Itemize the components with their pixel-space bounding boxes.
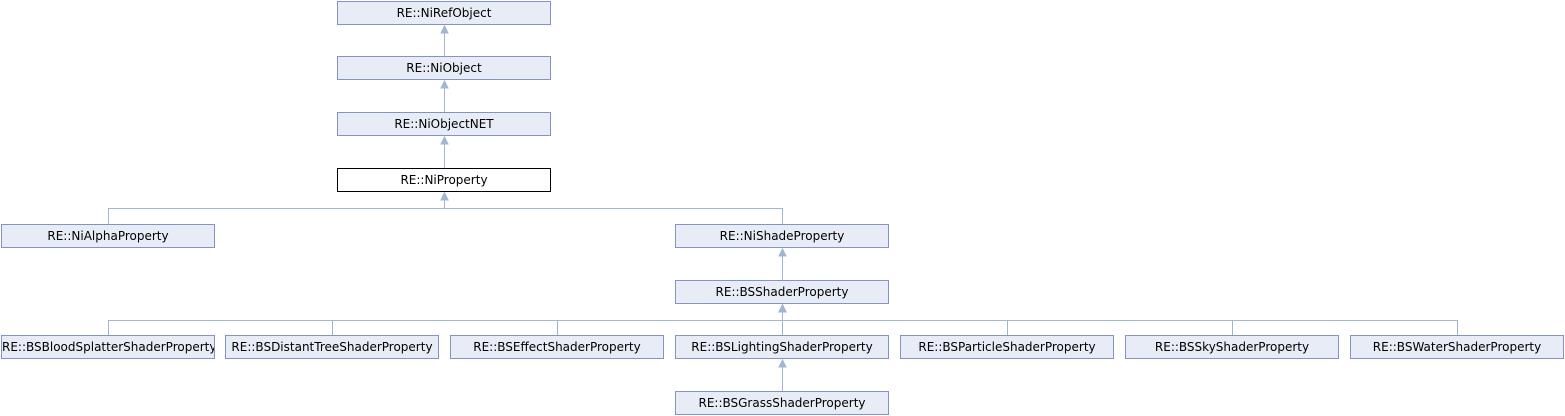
class-node-ni-shade-property[interactable]: RE::NiShadeProperty bbox=[675, 224, 889, 248]
class-node-bs-grass-shader-property[interactable]: RE::BSGrassShaderProperty bbox=[675, 391, 889, 415]
class-node-bs-distant-tree-shader-property[interactable]: RE::BSDistantTreeShaderProperty bbox=[225, 335, 439, 359]
arrowhead-bs-lighting-shader-property bbox=[778, 358, 787, 368]
class-node-ni-alpha-property[interactable]: RE::NiAlphaProperty bbox=[1, 224, 215, 248]
class-node-bs-sky-shader-property[interactable]: RE::BSSkyShaderProperty bbox=[1125, 335, 1339, 359]
edge-bs-particle-shader-property-to-bs-shader-property bbox=[782, 310, 1008, 335]
edge-ni-shade-property-to-ni-property bbox=[444, 198, 783, 224]
arrowhead-ni-shade-property bbox=[778, 247, 787, 257]
edge-bs-effect-shader-property-to-bs-shader-property bbox=[557, 310, 783, 335]
arrowhead-ni-object bbox=[440, 79, 449, 89]
class-node-bs-particle-shader-property[interactable]: RE::BSParticleShaderProperty bbox=[900, 335, 1114, 359]
class-node-bs-blood-splatter-shader-property[interactable]: RE::BSBloodSplatterShaderProperty bbox=[1, 335, 215, 359]
class-node-ni-property-current: RE::NiProperty bbox=[337, 168, 551, 192]
arrowhead-ni-property bbox=[440, 191, 449, 201]
arrowhead-ni-ref-object bbox=[440, 24, 449, 34]
class-node-ni-object-net[interactable]: RE::NiObjectNET bbox=[337, 112, 551, 136]
edge-bs-water-shader-property-to-bs-shader-property bbox=[782, 310, 1458, 335]
class-node-bs-shader-property[interactable]: RE::BSShaderProperty bbox=[675, 280, 889, 304]
arrowhead-ni-object-net bbox=[440, 135, 449, 145]
class-node-bs-lighting-shader-property[interactable]: RE::BSLightingShaderProperty bbox=[675, 335, 889, 359]
class-node-bs-water-shader-property[interactable]: RE::BSWaterShaderProperty bbox=[1350, 335, 1564, 359]
edge-ni-alpha-property-to-ni-property bbox=[108, 198, 445, 224]
edge-bs-blood-splatter-shader-property-to-bs-shader-property bbox=[108, 310, 783, 335]
class-node-bs-effect-shader-property[interactable]: RE::BSEffectShaderProperty bbox=[450, 335, 664, 359]
class-node-ni-object[interactable]: RE::NiObject bbox=[337, 56, 551, 80]
class-node-ni-ref-object[interactable]: RE::NiRefObject bbox=[337, 1, 551, 25]
arrowhead-bs-shader-property bbox=[778, 303, 787, 313]
